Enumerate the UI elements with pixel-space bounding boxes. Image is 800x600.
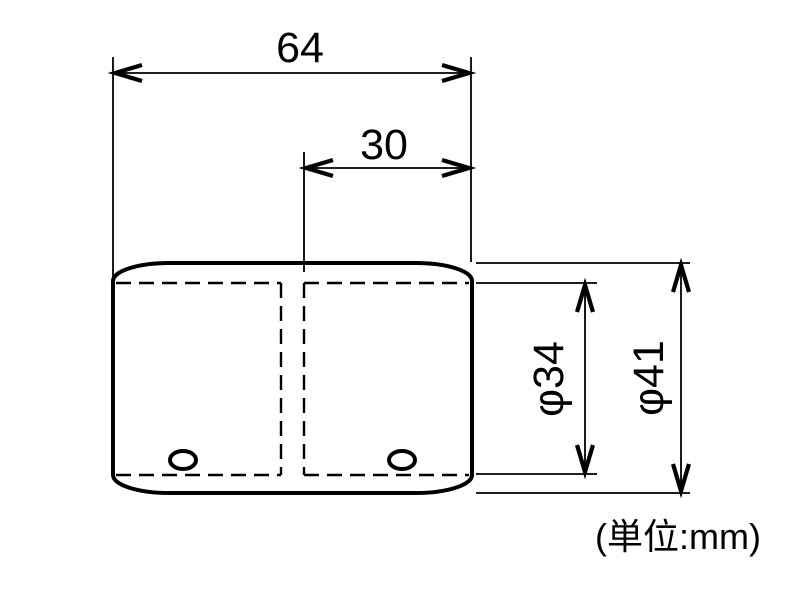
hole-left [168,449,198,471]
part-outline [111,261,474,495]
unit-note: (単位:mm) [595,516,761,557]
dimension-socket-depth: 30 [298,121,477,272]
dimension-label-inner-diameter: φ34 [525,341,573,417]
arrowhead-right-icon [441,62,477,84]
dimension-label-socket-depth: 30 [360,121,408,169]
arrowhead-up-icon [574,277,596,313]
dimension-outer-diameter: φ41 [476,257,692,499]
arrowhead-left-icon [298,157,334,179]
arrowhead-up-icon [670,257,692,293]
arrowhead-down-icon [574,444,596,480]
arrowhead-left-icon [107,62,143,84]
dimension-label-outer-diameter: φ41 [625,340,673,416]
dimension-overall-width: 64 [107,24,477,277]
hole-right [387,449,417,471]
dimension-inner-diameter: φ34 [476,277,597,480]
arrowhead-down-icon [670,463,692,499]
dimension-label-overall-width: 64 [276,24,324,72]
arrowhead-right-icon [441,157,477,179]
